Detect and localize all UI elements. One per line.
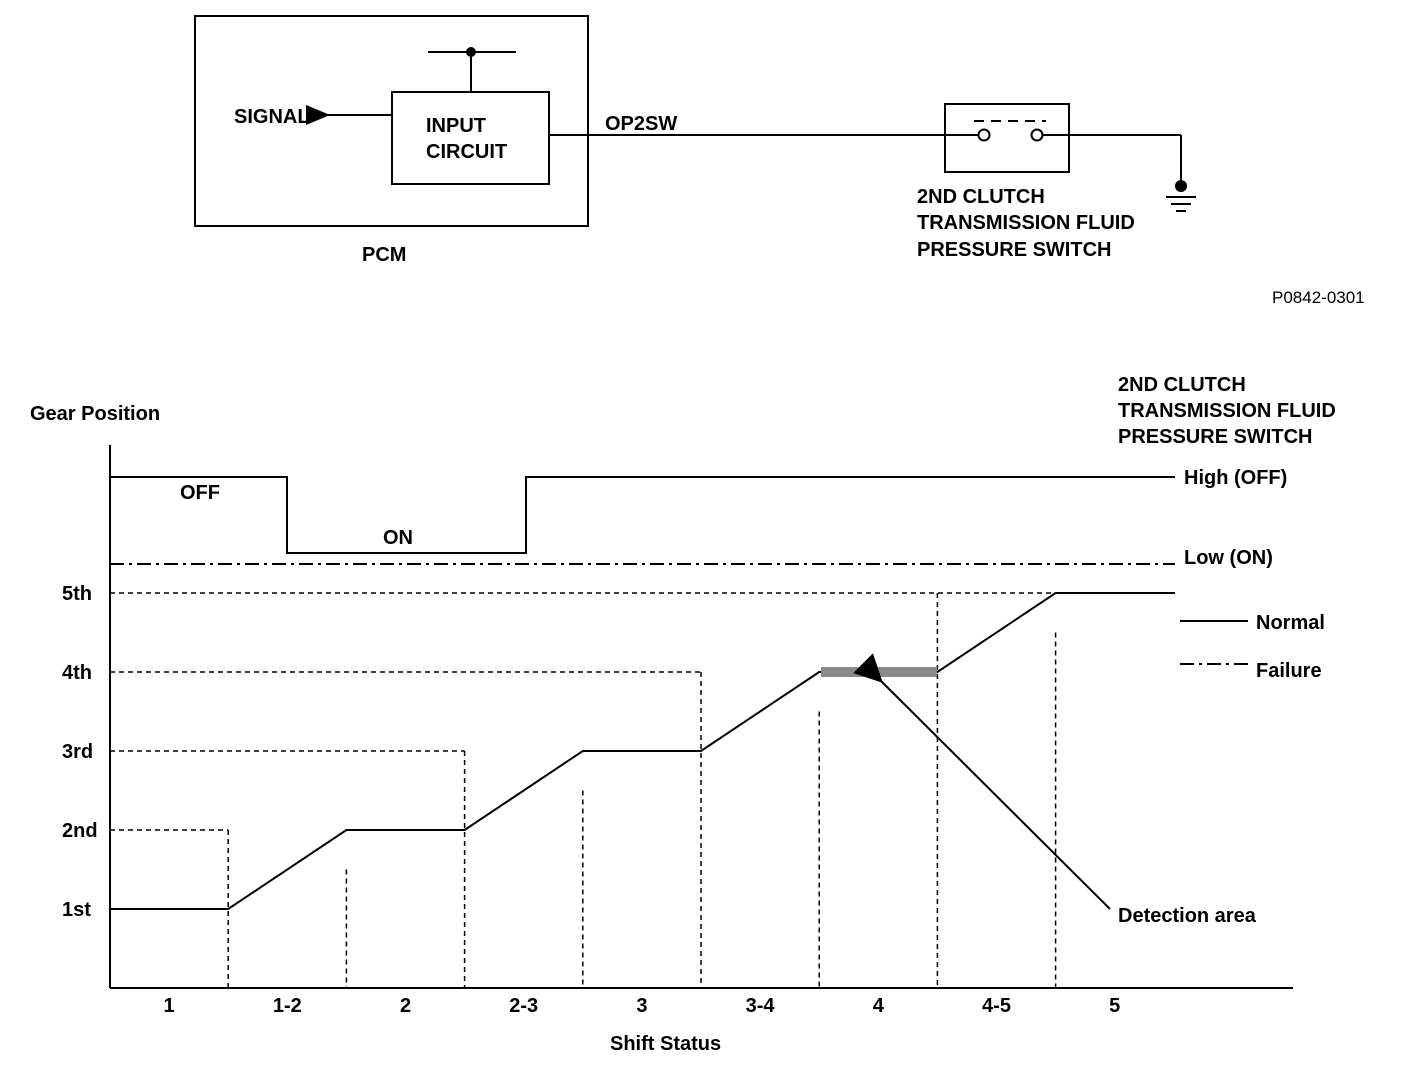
shift-tick-1: 1 [164, 995, 175, 1017]
switch-contact-left [977, 128, 991, 142]
legend-failure-label: Failure [1256, 660, 1322, 682]
legend-normal-label: Normal [1256, 612, 1325, 634]
shift-tick-5: 5 [1109, 995, 1120, 1017]
x-axis-title: Shift Status [610, 1033, 721, 1055]
shift-tick-3-4: 3-4 [746, 995, 776, 1017]
switch-label-1: 2ND CLUTCH [917, 186, 1045, 208]
detection-area-arrow [853, 653, 1111, 910]
switch-title-1: 2ND CLUTCH [1118, 374, 1246, 396]
off-label: OFF [180, 482, 220, 504]
gear-tick-1st: 1st [62, 899, 91, 921]
pcm-box [194, 15, 589, 227]
gear-tick-3rd: 3rd [62, 741, 93, 763]
switch-signal-trace [110, 476, 1175, 554]
op2sw-label: OP2SW [605, 113, 677, 135]
shift-tick-4-5: 4-5 [982, 995, 1011, 1017]
timing-chart: Gear Position Shift Status OFF ON 2ND CL… [30, 374, 1336, 1055]
shift-tick-2: 2 [400, 995, 411, 1017]
shift-tick-1-2: 1-2 [273, 995, 302, 1017]
y-axis-title: Gear Position [30, 403, 160, 425]
pressure-switch-box [944, 103, 1070, 173]
signal-label: SIGNAL [234, 106, 310, 128]
figure-id: P0842-0301 [1272, 288, 1365, 307]
input-circuit-box [391, 91, 550, 185]
switch-label-3: PRESSURE SWITCH [917, 239, 1111, 261]
switch-title-3: PRESSURE SWITCH [1118, 426, 1312, 448]
low-on-label: Low (ON) [1184, 547, 1273, 569]
gear-tick-4th: 4th [62, 662, 92, 684]
on-label: ON [383, 527, 413, 549]
gear-normal-trace [110, 592, 1175, 910]
gear-plot: 1st 2nd 3rd 4th 5th 1 1-2 2 2-3 3 3-4 4 4-5 5 [62, 583, 1175, 1017]
shift-tick-2-3: 2-3 [509, 995, 538, 1017]
ground-icon [1166, 196, 1196, 212]
gear-tick-5th: 5th [62, 583, 92, 605]
detection-area-band [821, 667, 937, 677]
shift-tick-4: 4 [873, 995, 885, 1017]
shift-tick-3: 3 [636, 995, 647, 1017]
pcm-label: PCM [362, 244, 406, 266]
switch-label-2: TRANSMISSION FLUID [917, 212, 1135, 234]
switch-title-2: TRANSMISSION FLUID [1118, 400, 1336, 422]
input-circuit-label-1: INPUT [426, 115, 486, 137]
gear-tick-2nd: 2nd [62, 820, 98, 842]
schematic: PCM INPUT CIRCUIT SIGNAL OP2SW 2ND CLUTC… [194, 15, 1365, 307]
detection-area-label: Detection area [1118, 905, 1257, 927]
input-circuit-label-2: CIRCUIT [426, 141, 507, 163]
ground-node [1175, 180, 1187, 192]
switch-contact-right [1030, 128, 1044, 142]
high-off-label: High (OFF) [1184, 467, 1287, 489]
